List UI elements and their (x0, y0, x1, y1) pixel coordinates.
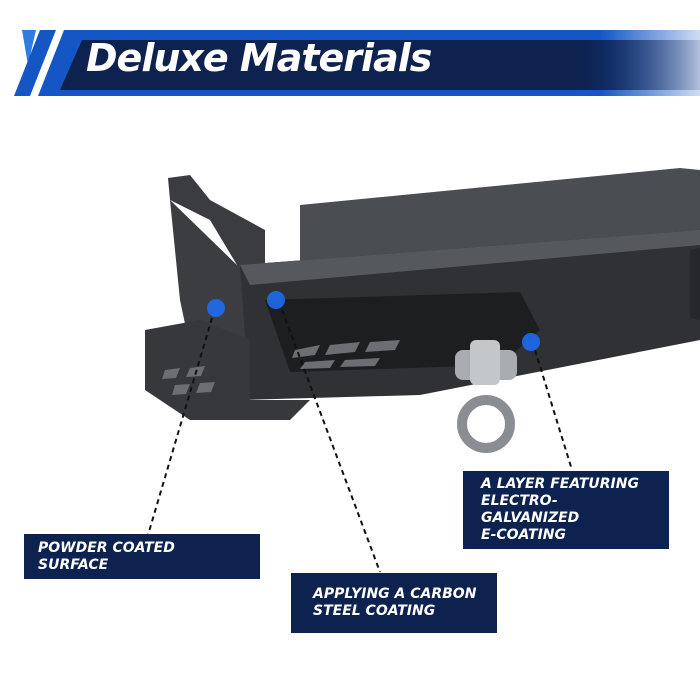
bumper-body (145, 168, 700, 420)
callout-text: Applying a Carbon Steel Coating (313, 586, 477, 619)
callout-carbon-steel: Applying a Carbon Steel Coating (291, 573, 497, 633)
page-title: Deluxe Materials (86, 36, 432, 80)
callout-powder-coated: Powder Coated Surface (24, 534, 260, 579)
d-ring-shackle-icon (455, 340, 517, 453)
feature-markers (207, 291, 540, 351)
callout-e-coating: A Layer Featuring Electro-Galvanized E-C… (463, 471, 669, 549)
title-banner (14, 30, 700, 96)
callout-text: A Layer Featuring Electro-Galvanized E-C… (481, 476, 639, 543)
callout-text: Powder Coated Surface (38, 539, 175, 573)
callout-leader-lines (147, 309, 573, 573)
